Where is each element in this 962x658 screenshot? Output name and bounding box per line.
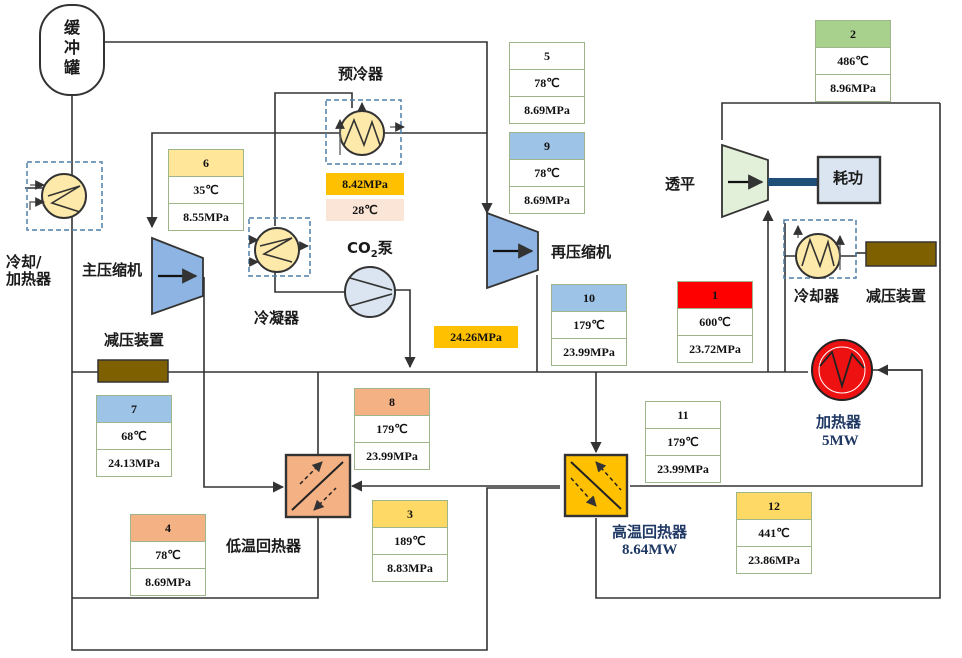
condenser-boundary: [248, 217, 311, 277]
state-10-pressure: 23.99MPa: [552, 338, 626, 365]
main-compressor-label: 主压缩机: [82, 261, 143, 279]
htr-label: 高温回热器: [612, 523, 688, 541]
state-2-temp: 486℃: [816, 47, 890, 74]
state-1-temp: 600℃: [678, 308, 752, 335]
pipe-main-compressor-to-ltr: [203, 277, 285, 493]
state-8-temp: 179℃: [355, 415, 429, 442]
valve-right-shape: [865, 241, 937, 267]
turbine-label: 透平: [665, 175, 696, 193]
valve-left-label: 减压装置: [104, 331, 165, 349]
state-6-pressure: 8.55MPa: [169, 203, 243, 230]
state-8-pressure: 23.99MPa: [355, 442, 429, 469]
buffer-tank-label: 缓冲罐: [64, 18, 81, 77]
state-box-1: 1 600℃ 23.72MPa: [677, 281, 753, 363]
state-11-pressure: 23.99MPa: [646, 455, 720, 482]
state-5-pressure: 8.69MPa: [510, 96, 584, 123]
state-10-id: 10: [552, 285, 626, 311]
heater-shape: [811, 339, 873, 401]
state-3-id: 3: [373, 501, 447, 527]
state-10-temp: 179℃: [552, 311, 626, 338]
ltr-label: 低温回热器: [226, 537, 302, 555]
precooler-label: 预冷器: [338, 65, 384, 83]
pipe-ltr-to-left: [72, 517, 319, 599]
recompressor-label: 再压缩机: [551, 243, 612, 261]
cooler-boundary: [783, 219, 857, 279]
htr-power-label: 8.64MW: [622, 542, 678, 558]
state-7-pressure: 24.13MPa: [97, 449, 171, 476]
co2-pump-shape: [344, 266, 396, 318]
state-1-pressure: 23.72MPa: [678, 335, 752, 362]
valve-right-label: 减压装置: [866, 287, 927, 305]
state-9-id: 9: [510, 133, 584, 159]
precooler-pressure-tag: 8.42MPa: [326, 173, 404, 195]
state-1-id: 1: [678, 282, 752, 308]
precooler-temp-tag: 28℃: [326, 199, 404, 221]
precooler-circle: [339, 110, 385, 156]
condenser-circle: [254, 227, 300, 273]
cooler-heater-boundary: [26, 161, 103, 231]
pipe-left-loop: [71, 95, 560, 651]
state-box-6: 6 35℃ 8.55MPa: [168, 149, 244, 231]
state-box-7: 7 68℃ 24.13MPa: [96, 395, 172, 477]
pipe-htr-cold-out: [595, 103, 941, 599]
state-11-id: 11: [646, 402, 720, 428]
state-box-5: 5 78℃ 8.69MPa: [509, 42, 585, 124]
state-4-temp: 78℃: [131, 541, 205, 568]
condenser-label: 冷凝器: [254, 309, 300, 327]
valve-left-shape: [97, 359, 169, 383]
state-12-id: 12: [737, 493, 811, 519]
state-5-temp: 78℃: [510, 69, 584, 96]
state-9-temp: 78℃: [510, 159, 584, 186]
state-box-11: 11 179℃ 23.99MPa: [645, 401, 721, 483]
heater-label: 加热器: [816, 413, 862, 431]
pump-outlet-pressure-tag: 24.26MPa: [434, 326, 518, 348]
pipe-condenser-to-pump: [274, 270, 348, 293]
heater-power-label: 5MW: [822, 433, 859, 449]
pipe-turbine-inlet: [721, 102, 940, 140]
state-box-8: 8 179℃ 23.99MPa: [354, 388, 430, 470]
cooler-heater-label: 冷却/ 加热器: [6, 253, 52, 289]
state-2-pressure: 8.96MPa: [816, 74, 890, 101]
state-12-temp: 441℃: [737, 519, 811, 546]
state-box-3: 3 189℃ 8.83MPa: [372, 500, 448, 582]
state-3-pressure: 8.83MPa: [373, 554, 447, 581]
state-6-id: 6: [169, 150, 243, 176]
state-4-id: 4: [131, 515, 205, 541]
state-3-temp: 189℃: [373, 527, 447, 554]
state-7-temp: 68℃: [97, 422, 171, 449]
turbine-shaft: [768, 178, 818, 186]
state-box-9: 9 78℃ 8.69MPa: [509, 132, 585, 214]
cooler-label: 冷却器: [794, 287, 840, 305]
cooler-circle: [795, 233, 841, 279]
co2-pump-label: CO2泵: [347, 239, 393, 260]
state-12-pressure: 23.86MPa: [737, 546, 811, 573]
state-2-id: 2: [816, 21, 890, 47]
pipe-tank-to-recompressor: [104, 41, 493, 215]
load-box: [816, 155, 882, 205]
state-9-pressure: 8.69MPa: [510, 186, 584, 213]
state-box-4: 4 78℃ 8.69MPa: [130, 514, 206, 596]
state-5-id: 5: [510, 43, 584, 69]
state-7-id: 7: [97, 396, 171, 422]
state-4-pressure: 8.69MPa: [131, 568, 205, 595]
precooler-boundary: [325, 99, 402, 165]
state-box-2: 2 486℃ 8.96MPa: [815, 20, 891, 102]
hx-coils: [47, 117, 835, 269]
state-box-10: 10 179℃ 23.99MPa: [551, 284, 627, 366]
pipe-pump-to-mixer: [393, 289, 416, 369]
state-box-12: 12 441℃ 23.86MPa: [736, 492, 812, 574]
hx-arrows: [29, 102, 845, 270]
state-11-temp: 179℃: [646, 428, 720, 455]
buffer-tank: [39, 4, 105, 96]
dashed-boundaries: [26, 99, 857, 279]
state-8-id: 8: [355, 389, 429, 415]
state-6-temp: 35℃: [169, 176, 243, 203]
load-label: 耗功: [833, 169, 864, 187]
